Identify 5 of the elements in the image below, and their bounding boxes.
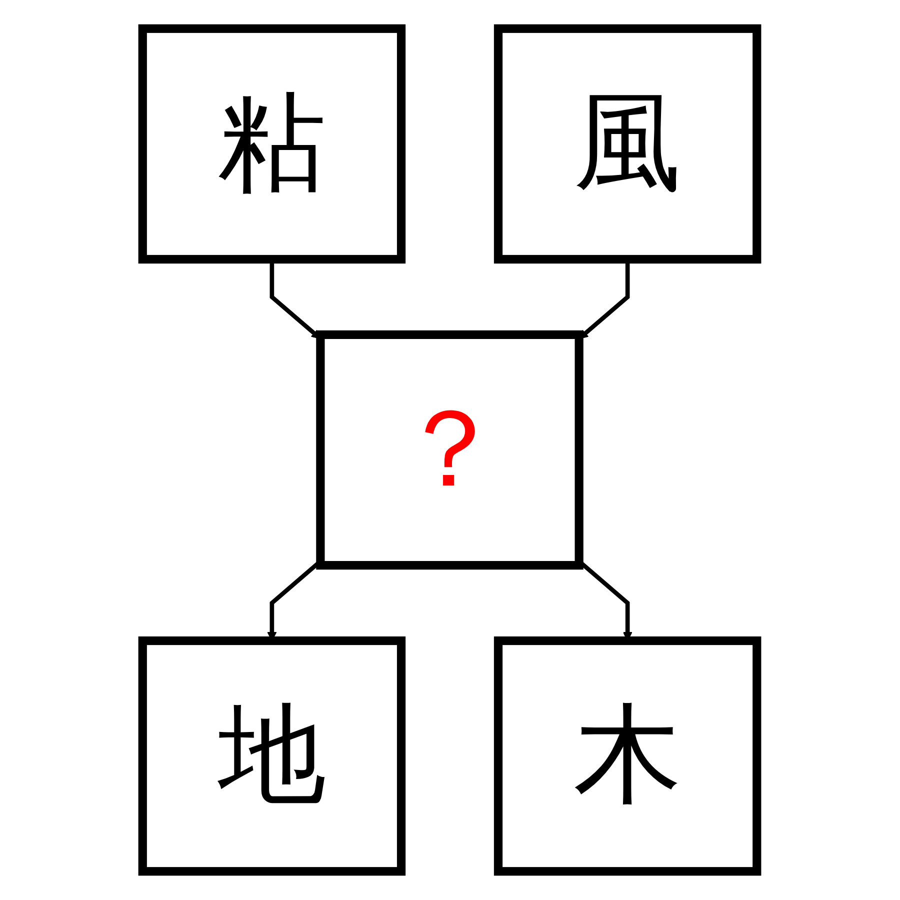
node-box: 粘 (138, 24, 406, 264)
node-box: 木 (494, 636, 762, 876)
node-box: ？ (316, 330, 584, 570)
node-box: 地 (138, 636, 406, 876)
node-box: 風 (494, 24, 762, 264)
